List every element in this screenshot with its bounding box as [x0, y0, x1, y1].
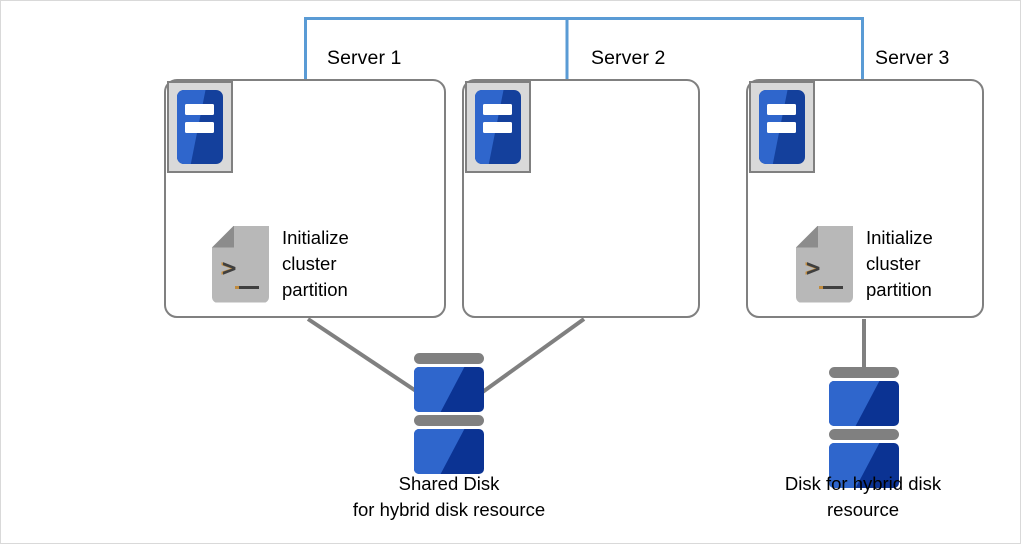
disk-connectors: [306, 317, 866, 411]
server-3-script-label: Initialize cluster partition: [866, 227, 933, 300]
shared-disk-caption: Shared Disk for hybrid disk resource: [352, 473, 546, 520]
script-cursor-glyph: [818, 285, 843, 290]
disk-platter-top: [829, 381, 899, 426]
script-icon: >: [796, 225, 853, 303]
disk-platter-highlight: [829, 381, 880, 426]
disk-platter-highlight: [414, 367, 465, 412]
server-icon-slot-bottom: [482, 121, 512, 133]
script-page-shape: [796, 225, 853, 303]
script-prompt-glyph: >: [222, 253, 237, 282]
server-icon-slot-top: [482, 104, 512, 116]
server-icon-slot-top: [766, 104, 796, 116]
script-fold-corner: [212, 225, 234, 248]
script-prompt-glyph: >: [806, 253, 821, 282]
script-fold-corner: [796, 225, 818, 248]
server-3-caption: Server 3: [875, 47, 950, 69]
server-3-machine-icon: [749, 81, 815, 173]
disk-platter-top: [414, 367, 484, 412]
script-icon: >: [212, 225, 269, 303]
disk-bar-middle: [829, 429, 899, 440]
server-1-script-group: > Initialize cluster partition: [212, 225, 349, 303]
server-1-box[interactable]: > Initialize cluster partition: [164, 79, 446, 318]
server-icon-slot-top: [184, 104, 214, 116]
disk-bar-top: [414, 353, 484, 364]
hybrid-disk-caption: Disk for hybrid disk resource: [784, 473, 942, 520]
server-icon-slot-bottom: [184, 121, 214, 133]
server-1-script-label: Initialize cluster partition: [282, 227, 349, 300]
server-icon-slot-bottom: [766, 121, 796, 133]
script-cursor-glyph: [234, 285, 259, 290]
server-icon-chip: [475, 90, 521, 164]
script-page-shape: [212, 225, 269, 303]
server-2-machine-icon: [465, 81, 531, 173]
server-2-caption: Server 2: [591, 47, 666, 69]
server-icon-chip: [177, 90, 223, 164]
disk-platter-highlight: [414, 429, 465, 474]
server-3-script-group: > Initialize cluster partition: [796, 225, 933, 303]
disk-platter-bottom: [829, 443, 899, 488]
disk-bar-top: [829, 367, 899, 378]
shared-disk-icon[interactable]: [414, 353, 484, 477]
server-icon-chip: [759, 90, 805, 164]
disk-platter-bottom: [414, 429, 484, 474]
server-1-machine-icon: [167, 81, 233, 173]
hybrid-disk-icon[interactable]: [829, 367, 899, 491]
server-1-caption: Server 1: [327, 47, 402, 69]
disk-bar-middle: [414, 415, 484, 426]
